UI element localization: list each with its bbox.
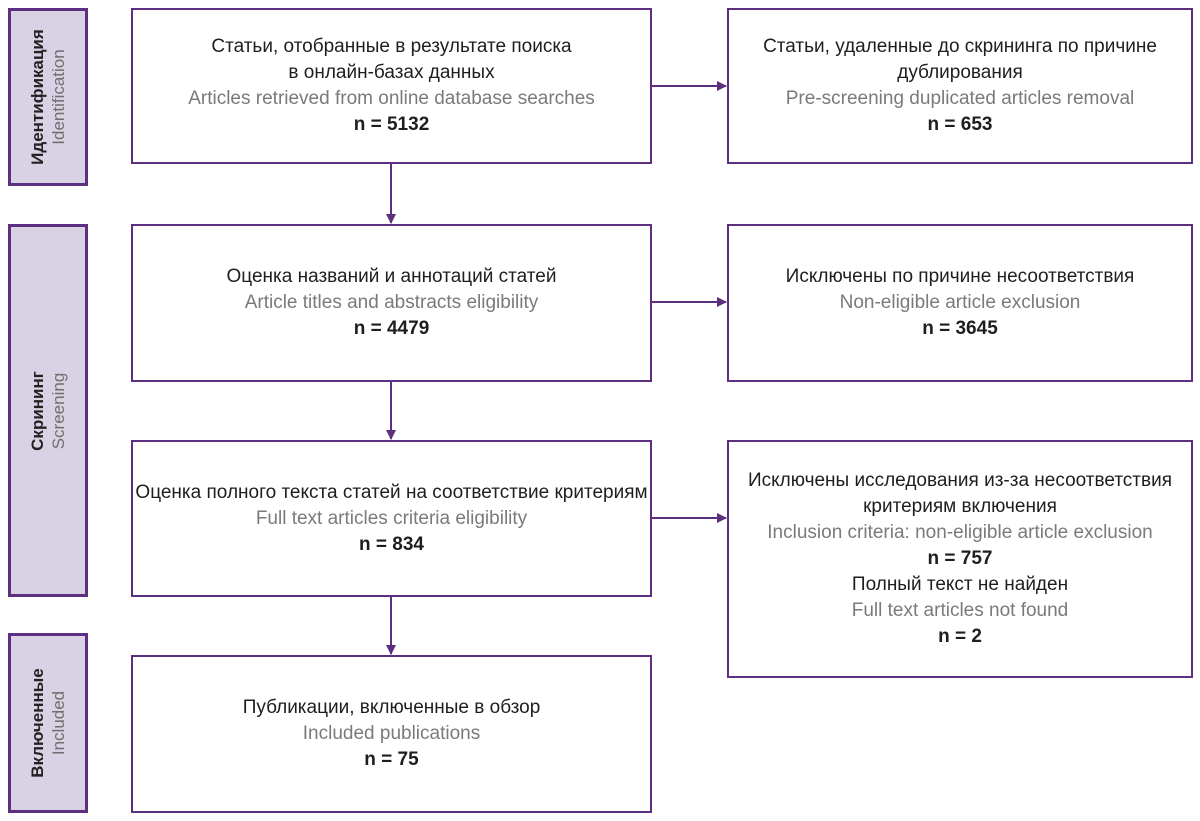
box-titles-abstracts-ru: Оценка названий и аннотаций статей	[226, 266, 557, 287]
box-duplicates-count: n = 653	[927, 114, 993, 135]
box-duplicates-ru-line1: Статьи, удаленные до скрининга по причин…	[763, 36, 1157, 57]
box-titles-abstracts: Оценка названий и аннотаций статей Artic…	[131, 224, 652, 382]
box-retrieved: Статьи, отобранные в результате поиска в…	[131, 8, 652, 164]
box-retrieved-ru-line2: в онлайн-базах данных	[288, 62, 495, 83]
box-criteria-excluded-en: Inclusion criteria: non-eligible article…	[767, 522, 1153, 543]
box-not-found-en: Full text articles not found	[851, 600, 1069, 621]
box-retrieved-ru-line1: Статьи, отобранные в результате поиска	[211, 36, 572, 57]
box-non-eligible-count: n = 3645	[922, 318, 998, 339]
box-not-found-ru: Полный текст не найден	[851, 574, 1069, 595]
stage-identification: Идентификация Identification	[8, 8, 88, 186]
box-not-found-count: n = 2	[938, 626, 982, 647]
box-non-eligible-ru: Исключены по причине несоответствия	[785, 266, 1135, 287]
box-duplicates-en: Pre-screening duplicated articles remova…	[785, 88, 1135, 109]
stage-screening: Скрининг Screening	[8, 224, 88, 597]
box-duplicates: Статьи, удаленные до скрининга по причин…	[727, 8, 1193, 164]
box-non-eligible-en: Non-eligible article exclusion	[839, 292, 1081, 313]
stage-included: Включенные Included	[8, 633, 88, 813]
box-retrieved-en: Articles retrieved from online database …	[188, 88, 595, 109]
box-full-text-count: n = 834	[359, 533, 424, 555]
box-full-text-ru: Оценка полного текста статей на соответс…	[135, 481, 648, 503]
box-criteria-excluded-ru-line2: критериям включения	[863, 496, 1057, 517]
box-included-en: Included publications	[302, 723, 481, 744]
box-included: Публикации, включенные в обзор Included …	[131, 655, 652, 813]
box-criteria-excluded-count: n = 757	[927, 548, 993, 569]
box-duplicates-ru-line2: дублирования	[897, 62, 1023, 83]
box-titles-abstracts-en: Article titles and abstracts eligibility	[244, 292, 539, 313]
box-titles-abstracts-count: n = 4479	[353, 318, 430, 339]
box-full-text: Оценка полного текста статей на соответс…	[131, 440, 652, 597]
box-included-ru: Публикации, включенные в обзор	[242, 697, 541, 718]
box-criteria-excluded: Исключены исследования из-за несоответст…	[727, 440, 1193, 678]
box-included-count: n = 75	[364, 749, 419, 770]
box-retrieved-count: n = 5132	[353, 114, 430, 135]
box-criteria-excluded-ru-line1: Исключены исследования из-за несоответст…	[747, 470, 1173, 491]
box-non-eligible: Исключены по причине несоответствия Non-…	[727, 224, 1193, 382]
box-full-text-en: Full text articles criteria eligibility	[255, 507, 528, 529]
